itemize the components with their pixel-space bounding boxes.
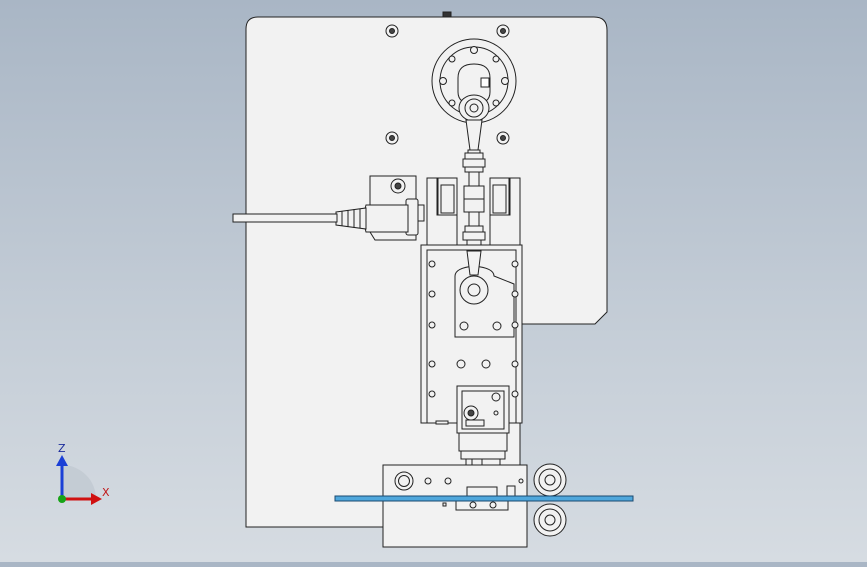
feed-rollers [533,463,567,537]
die-block [382,464,528,548]
axis-label-x: X [102,486,110,499]
axis-label-z: Z [58,442,66,455]
guide-brackets [426,177,521,246]
adjust-rod [462,149,486,250]
plate-screws [385,24,510,145]
rotary-flange [431,38,517,124]
triad-y-axis-dot [58,495,66,503]
top-tab [442,11,452,18]
triad-base-disc [62,465,96,499]
material-strip [334,495,634,502]
assembly-model [232,11,634,548]
coordinate-triad [56,455,102,505]
sensor-cable [232,213,338,223]
triad-x-arrow-icon [91,493,102,505]
rod-end-top [458,94,490,151]
triad-z-arrow-icon [56,455,68,466]
sensor-assembly [232,175,425,241]
